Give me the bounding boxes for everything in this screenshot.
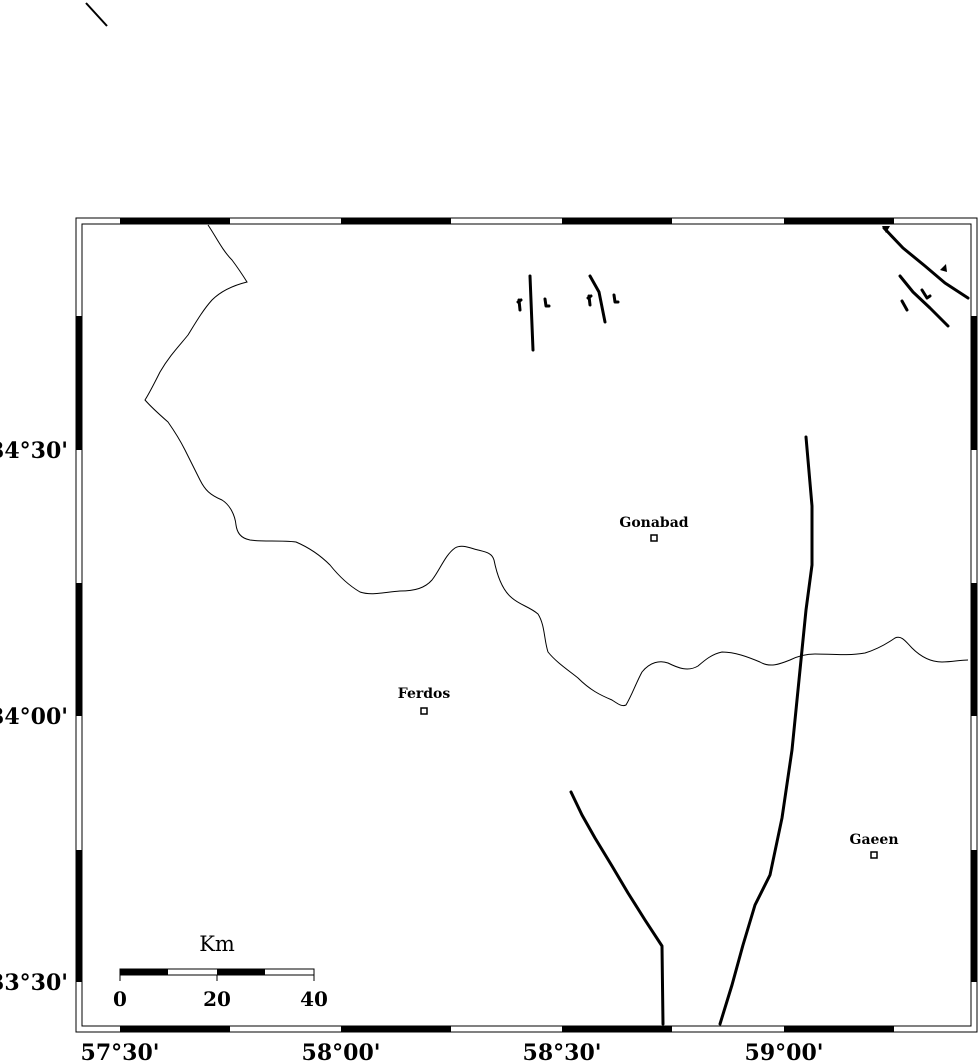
map-frame [75, 217, 978, 1033]
city-label-gaeen: Gaeen [849, 832, 898, 848]
city-ferdos[interactable]: Ferdos [398, 686, 451, 715]
scale-tick-label: 40 [300, 987, 328, 1011]
latitude-labels: 34°30' 34°00' 33°30' [0, 438, 68, 996]
city-label-ferdos: Ferdos [398, 686, 451, 702]
lon-label: 57°30' [81, 1040, 160, 1063]
scale-tick-label: 20 [203, 987, 231, 1011]
fault-southwest [569, 790, 665, 1026]
lat-label: 34°30' [0, 438, 68, 464]
city-gaeen[interactable]: Gaeen [849, 832, 899, 859]
scale-tick-label: 0 [113, 987, 127, 1011]
fault-north-group [516, 274, 620, 352]
scale-unit-label: Km [199, 932, 235, 956]
province-boundary [144, 224, 969, 707]
stray-mark [85, 2, 108, 27]
fault-main [718, 435, 814, 1026]
fault-northeast-group [882, 226, 970, 328]
city-label-gonabad: Gonabad [619, 515, 688, 531]
city-gonabad[interactable]: Gonabad [619, 515, 689, 542]
city-marker-icon [650, 534, 658, 542]
city-marker-icon [420, 707, 428, 715]
lon-label: 58°30' [523, 1040, 602, 1063]
scale-bar: Km 0 20 40 [113, 932, 328, 1011]
lon-label: 58°00' [302, 1040, 381, 1063]
longitude-labels: 57°30' 58°00' 58°30' 59°00' [81, 1040, 824, 1063]
lat-label: 34°00' [0, 704, 68, 730]
lat-label: 33°30' [0, 970, 68, 996]
city-marker-icon [870, 851, 878, 859]
lon-label: 59°00' [745, 1040, 824, 1063]
